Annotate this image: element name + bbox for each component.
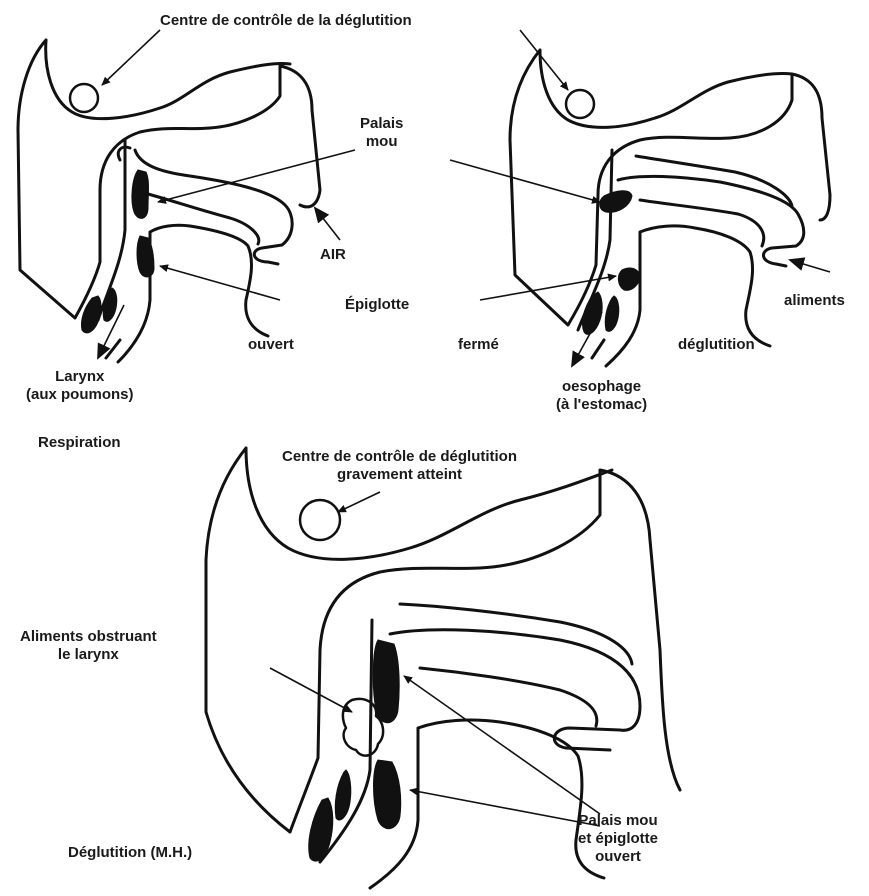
head-outline-swallowing (510, 50, 830, 325)
throat-respiration (98, 140, 268, 362)
label-control-center-bottom-line-2: gravement atteint (282, 466, 517, 484)
arrow-control-center-respiration (102, 30, 160, 85)
label-food-obstructing-line-1: Aliments obstruant (20, 628, 157, 646)
arrow-epiglottis-respiration (160, 266, 280, 300)
arrow-palate-impaired (404, 676, 600, 814)
label-esophagus: oesophage (à l'estomac) (556, 378, 647, 414)
label-palate-epiglottis-open-line-2: et épiglotte (578, 830, 658, 848)
label-respiration: Respiration (38, 434, 121, 452)
label-palate-epiglottis-open-line-3: ouvert (578, 848, 658, 866)
arrow-air (315, 208, 340, 240)
label-control-center-bottom: Centre de contrôle de déglutition gravem… (282, 448, 517, 484)
label-closed: fermé (458, 336, 499, 354)
larynx-blob-respiration-2 (103, 288, 117, 321)
control-center-respiration (70, 84, 98, 112)
label-swallowing-mh: Déglutition (M.H.) (68, 844, 192, 862)
label-control-center-bottom-line-1: Centre de contrôle de déglutition (282, 448, 517, 466)
label-larynx-line-2: (aux poumons) (26, 386, 134, 404)
throat-impaired (320, 620, 604, 888)
soft-palate-respiration (132, 170, 149, 218)
head-outline-respiration (18, 40, 320, 318)
control-center-impaired (300, 500, 340, 540)
esophagus-blob-swallowing-2 (605, 296, 619, 331)
arrow-epiglottis-impaired (410, 790, 600, 826)
label-soft-palate: Palais mou (360, 115, 403, 151)
respiration-head-panel (18, 30, 355, 362)
label-control-center-top: Centre de contrôle de la déglutition (160, 12, 412, 30)
throat-swallowing (578, 150, 770, 366)
epiglottis-impaired (374, 760, 401, 829)
label-soft-palate-line-2: mou (360, 133, 403, 151)
swallowing-head-panel (450, 30, 830, 366)
label-food-obstructing: Aliments obstruant le larynx (20, 628, 157, 664)
larynx-blob-impaired-2 (335, 770, 351, 820)
epiglottis-swallowing (618, 268, 640, 290)
label-palate-epiglottis-open: Palais mou et épiglotte ouvert (578, 812, 658, 866)
label-esophagus-line-1: oesophage (556, 378, 647, 396)
label-food: aliments (784, 292, 845, 310)
arrow-palate-swallowing (450, 160, 600, 202)
label-soft-palate-line-1: Palais (360, 115, 403, 133)
label-esophagus-line-2: (à l'estomac) (556, 396, 647, 414)
label-air: AIR (320, 246, 346, 264)
label-epiglottis: Épiglotte (345, 296, 409, 314)
control-center-swallowing (566, 90, 594, 118)
label-palate-epiglottis-open-line-1: Palais mou (578, 812, 658, 830)
soft-palate-swallowing (600, 191, 632, 213)
label-larynx: Larynx (aux poumons) (26, 368, 134, 404)
nasal-cavity-swallowing (618, 156, 804, 266)
arrow-obstructing-food (270, 668, 352, 712)
label-swallowing: déglutition (678, 336, 755, 354)
nasal-cavity-impaired (390, 604, 640, 750)
label-food-obstructing-line-2: le larynx (20, 646, 157, 664)
arrow-food (790, 260, 830, 272)
label-larynx-line-1: Larynx (26, 368, 134, 386)
arrow-control-center-impaired (338, 492, 380, 512)
label-open: ouvert (248, 336, 294, 354)
